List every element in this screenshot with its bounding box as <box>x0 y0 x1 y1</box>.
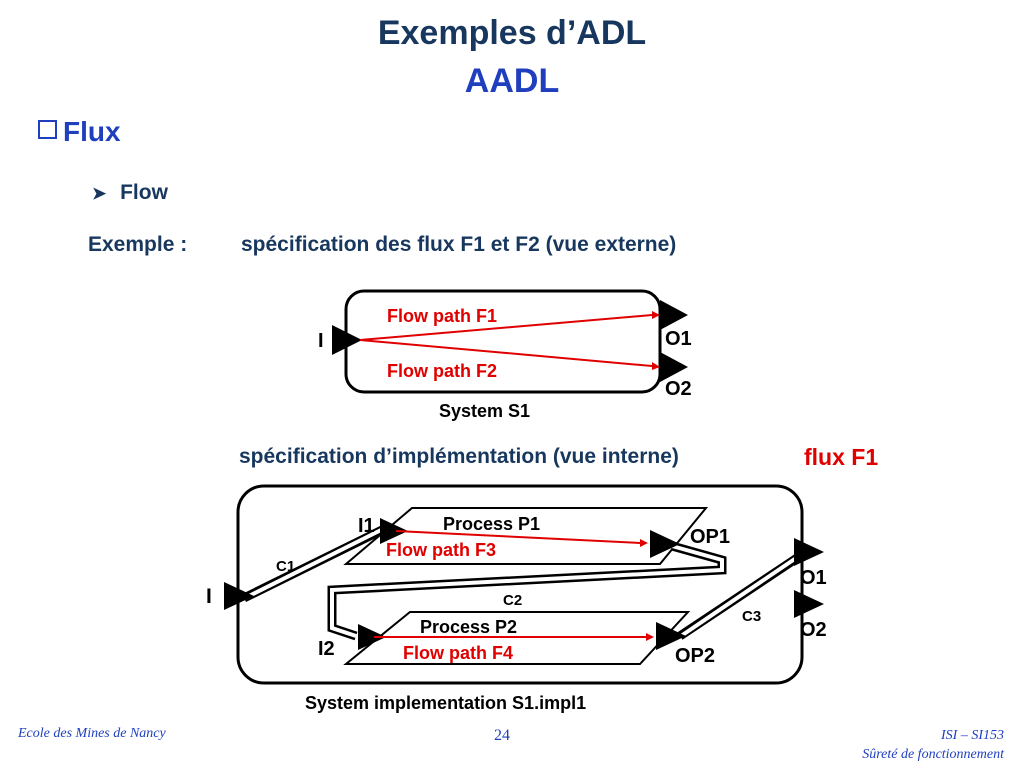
example-label: Exemple : <box>88 233 188 256</box>
port-op1-icon <box>650 530 680 558</box>
port-i1-label: I1 <box>358 515 375 537</box>
port-i2-icon <box>358 624 386 650</box>
flow-f4-label: Flow path F4 <box>403 643 513 663</box>
bullet-flux: Flux <box>38 116 121 148</box>
input-port-icon <box>224 582 254 610</box>
flow-f2-arrowhead-icon <box>652 362 660 370</box>
checkbox-bullet-icon <box>38 120 57 139</box>
flow-f3-arrowhead-icon <box>640 539 648 547</box>
port-i-label: I <box>318 330 324 352</box>
internal-heading: spécification d’implémentation (vue inte… <box>239 445 679 468</box>
output-port-o1-icon <box>660 300 688 330</box>
port-op2-label: OP2 <box>675 645 715 667</box>
sub-bullet-flow: ➤ Flow <box>92 181 168 205</box>
system-impl-label: System implementation S1.impl1 <box>305 693 586 713</box>
connection-c1-inner <box>244 528 382 600</box>
connection-c2-label: C2 <box>503 592 522 609</box>
connection-c3-inner <box>679 550 807 638</box>
system-impl-box <box>236 484 804 685</box>
page-number: 24 <box>494 727 510 744</box>
input-port-icon <box>332 325 362 355</box>
output-port-o1-icon <box>794 538 824 566</box>
process-p2-label: Process P2 <box>420 617 517 637</box>
flow-f3-line <box>395 530 641 544</box>
bullet-flux-label: Flux <box>63 116 121 147</box>
flow-f3-label: Flow path F3 <box>386 540 496 560</box>
port-i-label: I <box>206 585 212 608</box>
port-o2-label: O2 <box>665 378 692 400</box>
port-i1-icon <box>380 518 408 544</box>
port-o1-label: O1 <box>800 567 827 589</box>
footer-course-code: ISI – SI153 <box>941 728 1004 743</box>
arrow-bullet-icon: ➤ <box>92 184 107 203</box>
connection-c1-label: C1 <box>276 558 295 575</box>
slide-subtitle: AADL <box>464 62 560 100</box>
slide-title: Exemples d’ADL <box>377 14 647 52</box>
process-p1-label: Process P1 <box>443 514 540 534</box>
port-o1-label: O1 <box>665 328 692 350</box>
footer-school: Ecole des Mines de Nancy <box>18 726 166 741</box>
port-op2-icon <box>656 622 686 650</box>
flow-f4-arrowhead-icon <box>646 633 654 641</box>
sub-bullet-label: Flow <box>120 181 168 204</box>
port-op1-label: OP1 <box>690 526 730 548</box>
example-text: spécification des flux F1 et F2 (vue ext… <box>241 233 677 256</box>
footer-course-title: Sûreté de fonctionnement <box>862 747 1004 762</box>
system-s1-label: System S1 <box>439 401 530 421</box>
connection-c2-inner <box>330 544 724 638</box>
internal-flux-label: flux F1 <box>804 444 879 470</box>
flow-f2-label: Flow path F2 <box>387 361 497 381</box>
connection-c3-label: C3 <box>742 608 761 625</box>
output-port-o2-icon <box>660 352 688 382</box>
flow-f2-line <box>359 339 653 367</box>
flow-f1-line <box>359 314 653 341</box>
process-p1-shape <box>343 507 709 565</box>
flow-f1-label: Flow path F1 <box>387 306 497 326</box>
output-port-o2-icon <box>794 590 824 618</box>
port-i2-label: I2 <box>318 638 335 660</box>
port-o2-label: O2 <box>800 619 827 641</box>
flow-f1-arrowhead-icon <box>652 311 660 319</box>
footer-course: ISI – SI153 Sûreté de fonctionnement <box>862 726 1004 764</box>
